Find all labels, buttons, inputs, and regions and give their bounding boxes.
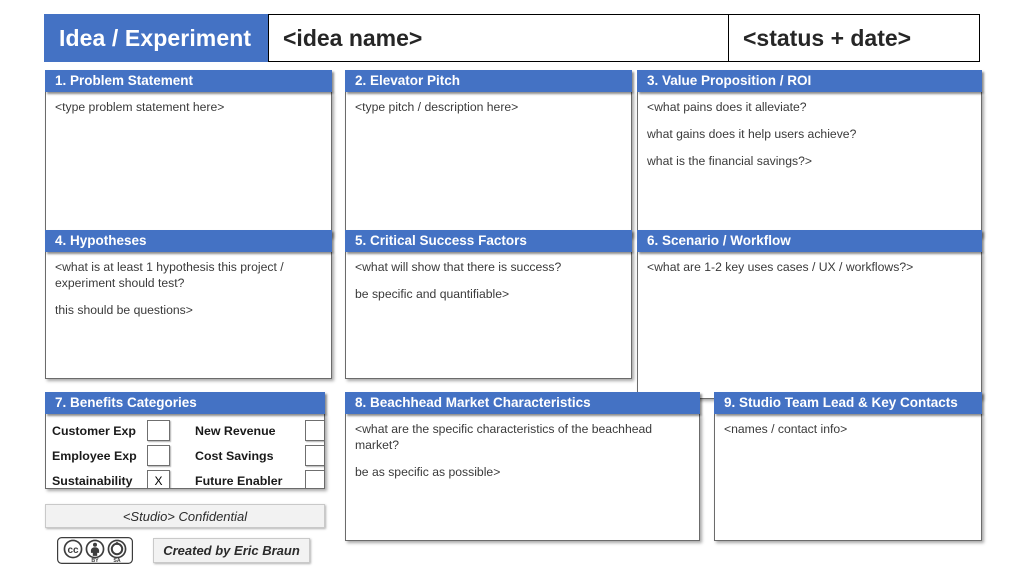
panel-body[interactable]: <names / contact info> (714, 414, 982, 541)
benefit-checkbox-cost-savings[interactable] (305, 445, 324, 466)
panel-heading: 6. Scenario / Workflow (637, 230, 982, 252)
panel-line: <type problem statement here> (55, 100, 225, 114)
panel-benefits-categories: 7. Benefits Categories Customer Exp New … (45, 392, 325, 489)
cc-by-label: BY (91, 558, 99, 564)
benefit-label-customer-exp: Customer Exp (52, 423, 136, 438)
panel-line: <names / contact info> (724, 422, 848, 436)
panel-line: be specific and quantifiable> (355, 287, 510, 302)
panel-elevator-pitch: 2. Elevator Pitch <type pitch / descript… (345, 70, 632, 237)
panel-line: <type pitch / description here> (355, 100, 519, 114)
idea-name-field[interactable]: <idea name> (268, 14, 728, 62)
status-date-field[interactable]: <status + date> (728, 14, 980, 62)
panel-body[interactable]: <what pains does it alleviate? what gain… (637, 92, 982, 237)
panel-beachhead-market: 8. Beachhead Market Characteristics <wha… (345, 392, 700, 541)
panel-line: what gains does it help users achieve? (647, 127, 857, 142)
benefit-checkbox-new-revenue[interactable] (305, 420, 324, 441)
creative-commons-by-sa-icon[interactable]: cc BY SA (57, 537, 134, 564)
created-by-bar: Created by Eric Braun (153, 538, 310, 563)
panel-heading: 9. Studio Team Lead & Key Contacts (714, 392, 982, 414)
panel-body[interactable]: <type problem statement here> (45, 92, 332, 237)
svg-text:cc: cc (67, 545, 79, 556)
benefit-label-future-enabler: Future Enabler (195, 473, 283, 488)
panel-line: <what is at least 1 hypothesis this proj… (55, 260, 284, 291)
confidential-bar: <Studio> Confidential (45, 504, 325, 528)
panel-body[interactable]: <what are 1-2 key uses cases / UX / work… (637, 252, 982, 399)
benefit-checkbox-future-enabler[interactable] (305, 470, 324, 488)
panel-hypotheses: 4. Hypotheses <what is at least 1 hypoth… (45, 230, 332, 379)
benefit-label-sustainability: Sustainability (52, 473, 133, 488)
panel-body: Customer Exp New Revenue Employee Exp Co… (45, 414, 325, 489)
panel-heading: 7. Benefits Categories (45, 392, 325, 414)
page-title: Idea / Experiment (44, 14, 268, 62)
title-bar: Idea / Experiment <idea name> <status + … (44, 14, 980, 62)
panel-body[interactable]: <what are the specific characteristics o… (345, 414, 700, 541)
panel-line: this should be questions> (55, 303, 193, 318)
panel-critical-success-factors: 5. Critical Success Factors <what will s… (345, 230, 632, 379)
panel-body[interactable]: <what will show that there is success? b… (345, 252, 632, 379)
panel-heading: 8. Beachhead Market Characteristics (345, 392, 700, 414)
benefit-checkbox-customer-exp[interactable] (147, 420, 170, 441)
panel-line: <what are 1-2 key uses cases / UX / work… (647, 260, 914, 274)
panel-team-lead-contacts: 9. Studio Team Lead & Key Contacts <name… (714, 392, 982, 541)
panel-scenario-workflow: 6. Scenario / Workflow <what are 1-2 key… (637, 230, 982, 399)
panel-line: <what are the specific characteristics o… (355, 422, 653, 453)
panel-heading: 1. Problem Statement (45, 70, 332, 92)
cc-sa-label: SA (113, 558, 120, 564)
benefit-label-employee-exp: Employee Exp (52, 448, 137, 463)
panel-body[interactable]: <type pitch / description here> (345, 92, 632, 237)
panel-heading: 4. Hypotheses (45, 230, 332, 252)
panel-problem-statement: 1. Problem Statement <type problem state… (45, 70, 332, 237)
benefit-label-cost-savings: Cost Savings (195, 448, 274, 463)
panel-line: what is the financial savings?> (647, 154, 812, 169)
panel-heading: 5. Critical Success Factors (345, 230, 632, 252)
panel-line: be as specific as possible> (355, 465, 501, 480)
panel-line: <what pains does it alleviate? (647, 100, 807, 114)
benefits-grid: Customer Exp New Revenue Employee Exp Co… (52, 418, 324, 488)
benefit-checkbox-employee-exp[interactable] (147, 445, 170, 466)
benefit-label-new-revenue: New Revenue (195, 423, 276, 438)
panel-value-proposition: 3. Value Proposition / ROI <what pains d… (637, 70, 982, 237)
panel-line: <what will show that there is success? (355, 260, 562, 274)
panel-body[interactable]: <what is at least 1 hypothesis this proj… (45, 252, 332, 379)
panel-heading: 2. Elevator Pitch (345, 70, 632, 92)
benefit-checkbox-sustainability[interactable]: X (147, 470, 170, 488)
panel-heading: 3. Value Proposition / ROI (637, 70, 982, 92)
